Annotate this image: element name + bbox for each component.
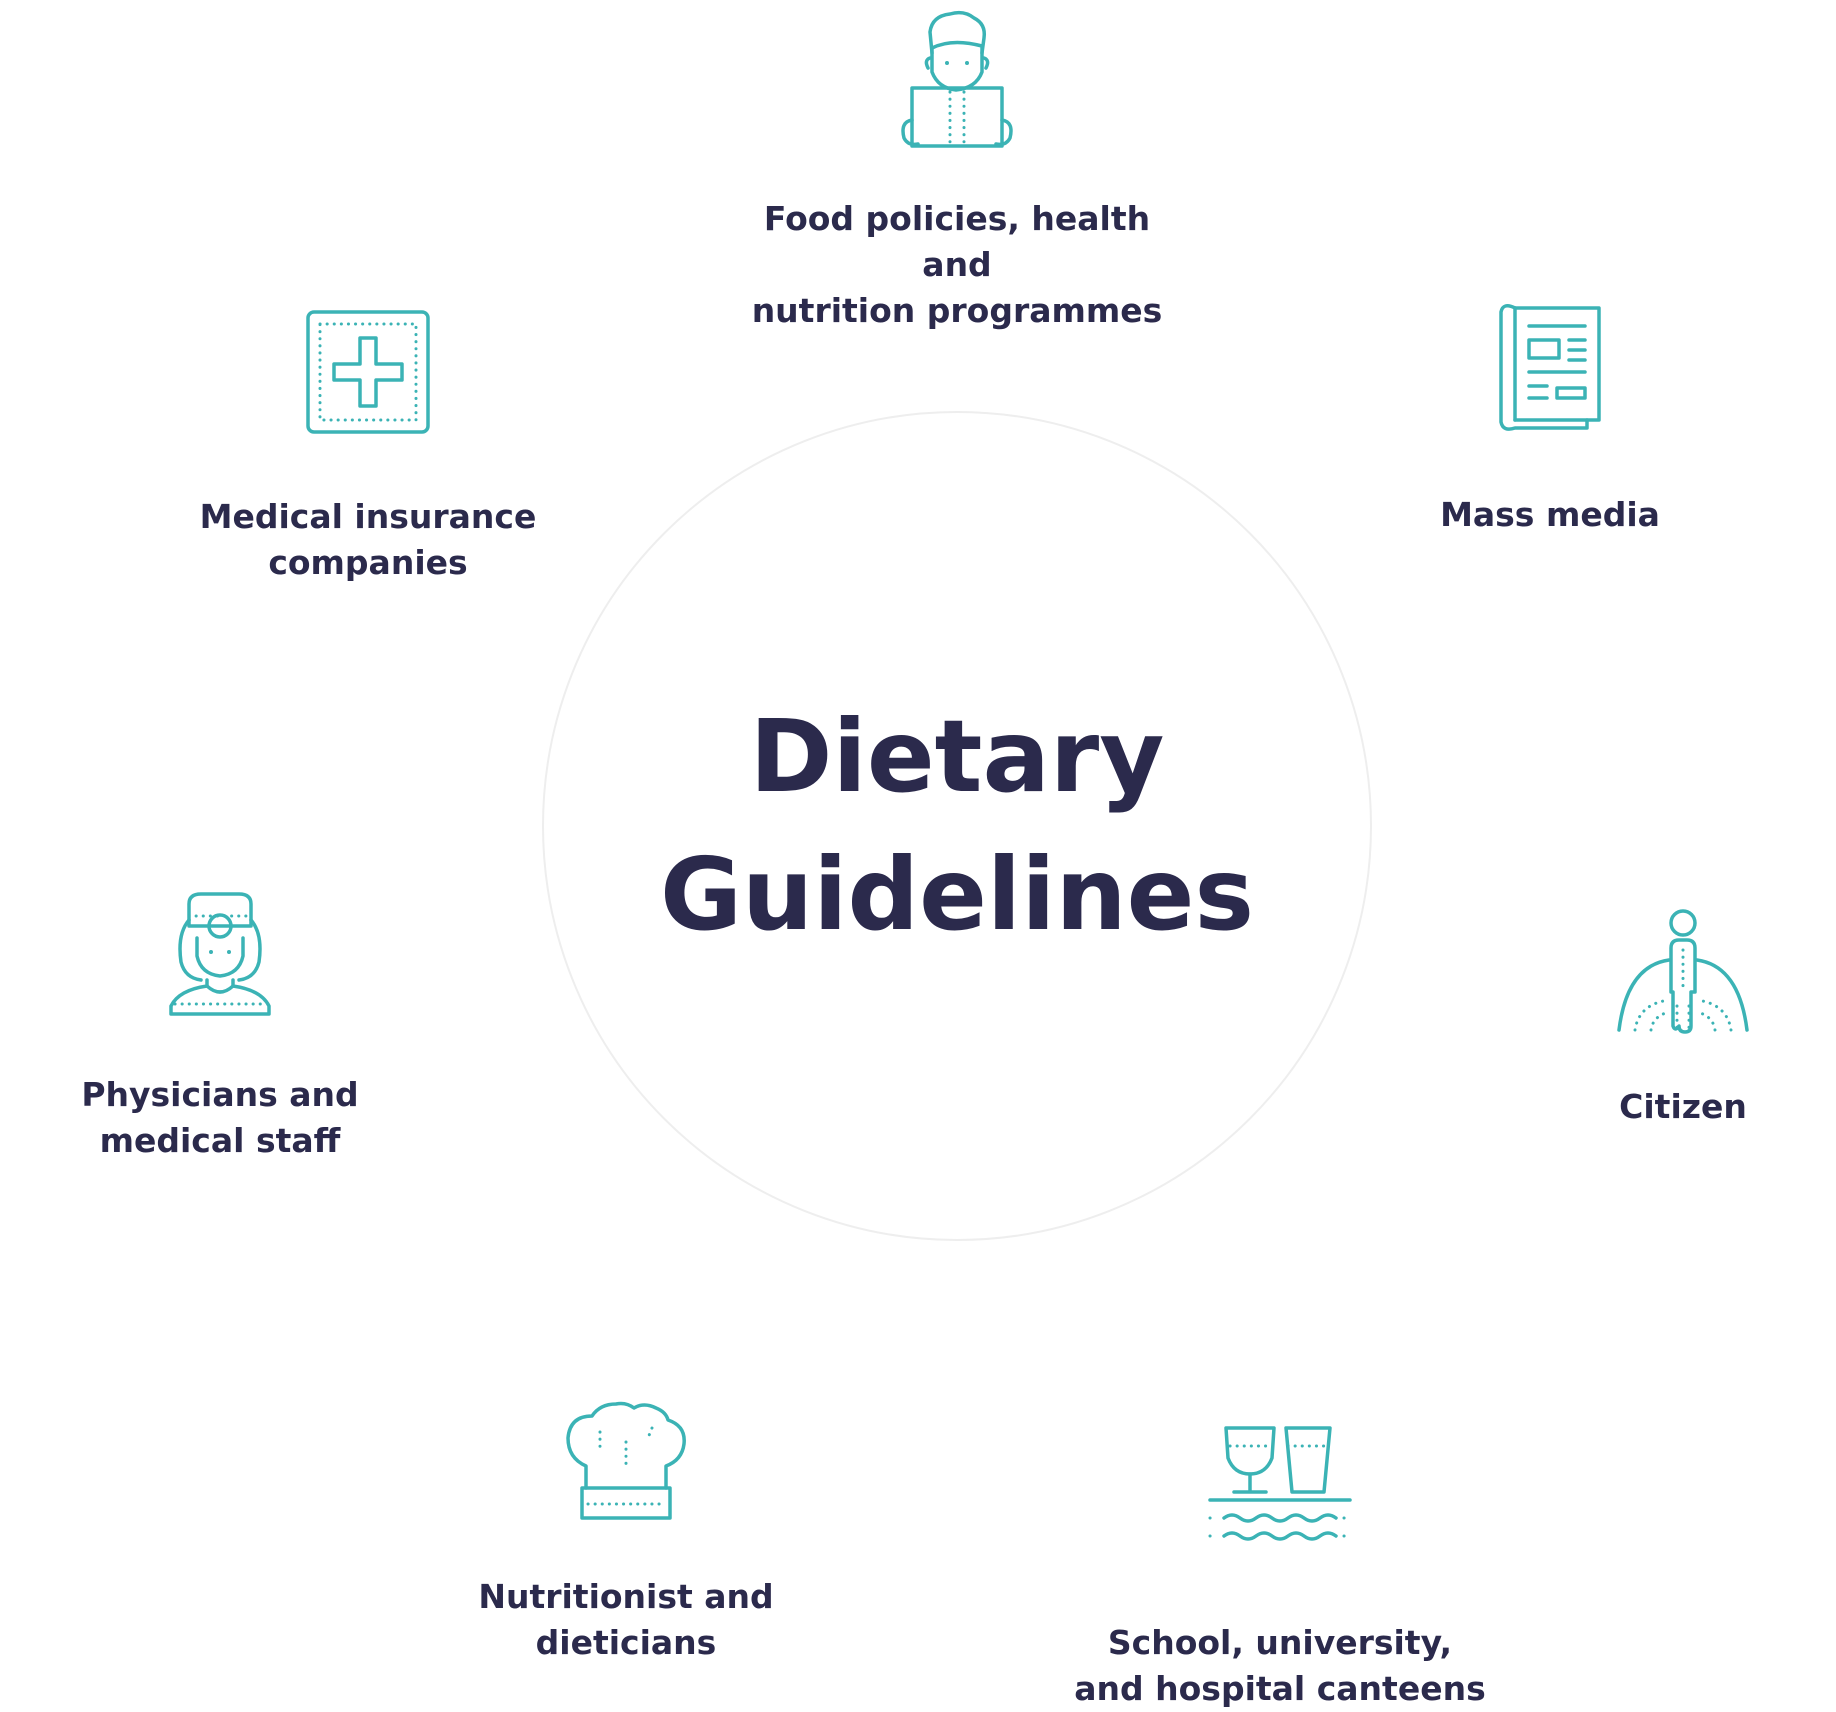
stakeholder-label: Physicians and medical staff — [81, 1075, 359, 1160]
stakeholder-label: Medical insurance companies — [199, 497, 537, 582]
reading-person-icon — [901, 10, 1013, 148]
stakeholder-mass-media: Mass media — [1330, 298, 1770, 538]
glasses-on-table-icon — [1208, 1426, 1352, 1541]
doctor-icon — [169, 892, 271, 1016]
stakeholder-food-policies: Food policies, health and nutrition prog… — [737, 8, 1177, 334]
stakeholder-label: Food policies, health and nutrition prog… — [751, 199, 1163, 330]
stakeholder-physicians: Physicians and medical staff — [0, 890, 440, 1164]
chef-hat-icon — [566, 1401, 686, 1520]
medical-cross-icon — [306, 310, 430, 434]
center-title: Dietary Guidelines — [659, 698, 1255, 953]
stakeholder-label: Citizen — [1619, 1087, 1747, 1126]
stakeholder-label: Nutritionist and dieticians — [478, 1577, 774, 1662]
stakeholder-insurance: Medical insurance companies — [148, 310, 588, 586]
stakeholder-label: School, university, and hospital canteen… — [1074, 1623, 1486, 1708]
center-circle — [542, 411, 1372, 1241]
stakeholder-nutritionists: Nutritionist and dieticians — [406, 1400, 846, 1666]
stakeholder-label: Mass media — [1440, 495, 1660, 534]
stakeholder-canteens: School, university, and hospital canteen… — [1060, 1422, 1500, 1712]
stakeholder-citizen: Citizen — [1463, 908, 1836, 1130]
person-on-globe-icon — [1617, 909, 1749, 1034]
newspaper-icon — [1499, 304, 1601, 431]
